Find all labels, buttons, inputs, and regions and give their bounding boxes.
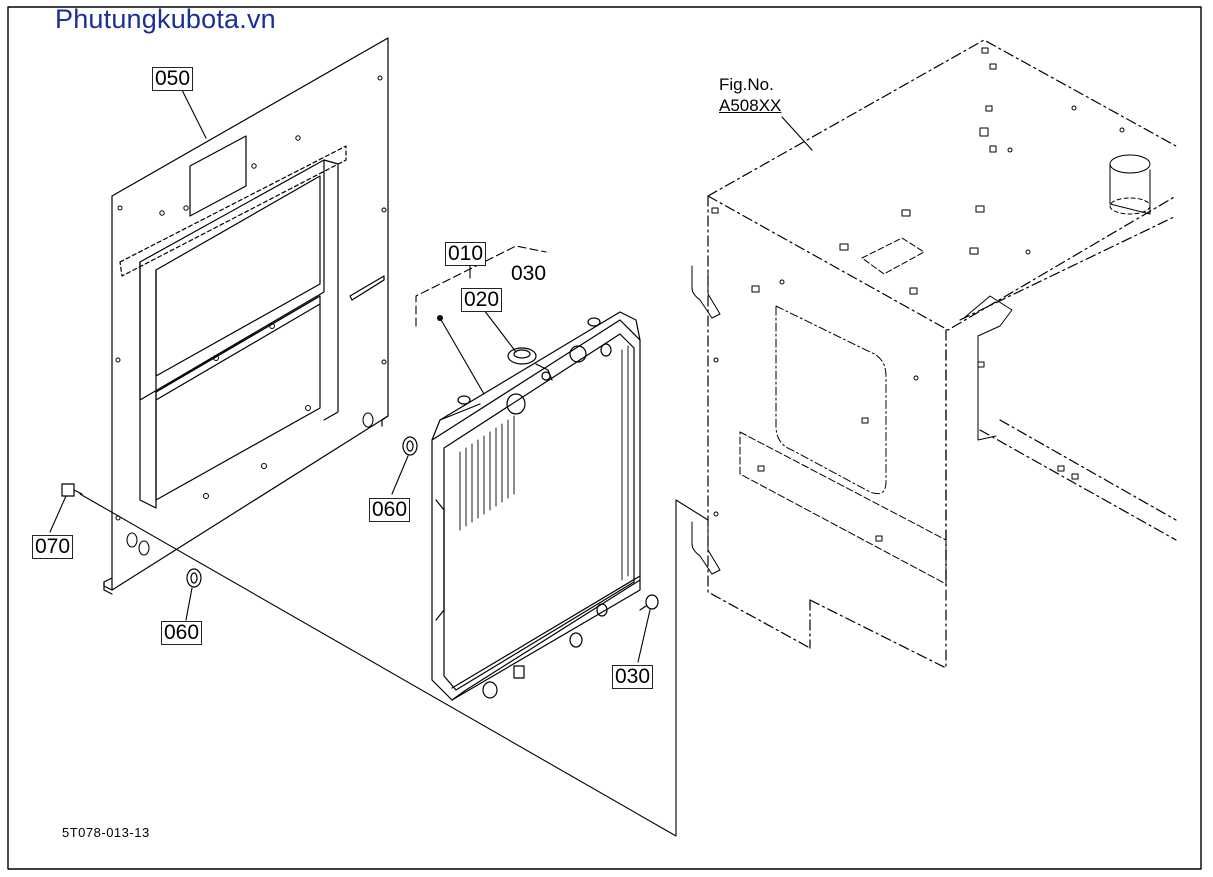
leader-radiator — [439, 317, 485, 395]
frame-pipe-lower — [691, 521, 721, 575]
grommet-right — [402, 436, 418, 456]
leader-060-left — [185, 587, 193, 621]
drain-plug — [639, 594, 659, 611]
radiator-cap — [507, 347, 553, 381]
leader-030-drain — [637, 609, 651, 663]
callout-050[interactable]: 050 — [152, 67, 194, 91]
leader-020 — [483, 309, 517, 353]
assembly-axis — [79, 493, 709, 837]
machine-frame — [707, 39, 1177, 669]
leader-050 — [181, 89, 207, 139]
drawing-border — [7, 6, 1202, 870]
fig-ref-code[interactable]: A508XX — [719, 96, 782, 115]
shroud-panel — [103, 37, 389, 595]
callout-070[interactable]: 070 — [32, 535, 74, 559]
grommet-left — [186, 568, 202, 588]
frame-pipe-upper — [691, 265, 721, 319]
site-watermark: Phutungkubota.vn — [55, 4, 276, 34]
callout-030-label: 030 — [511, 262, 547, 285]
leader-060-right — [391, 455, 409, 495]
fig-ref-label: Fig.No. — [719, 75, 774, 94]
leader-figref — [781, 116, 813, 151]
leader-070 — [49, 495, 67, 533]
fig-reference[interactable]: Fig.No. A508XX — [719, 74, 781, 116]
callout-020[interactable]: 020 — [461, 288, 503, 312]
callout-010[interactable]: 010 — [445, 242, 487, 266]
frame-window — [775, 305, 887, 495]
drawing-code: 5T078-013-13 — [62, 825, 150, 840]
radiator — [431, 311, 641, 701]
bolt — [61, 483, 83, 497]
callout-060-left[interactable]: 060 — [161, 621, 203, 645]
callout-060-right[interactable]: 060 — [369, 498, 411, 522]
callout-030-drain[interactable]: 030 — [612, 665, 654, 689]
leader-010-bracket — [415, 245, 547, 327]
